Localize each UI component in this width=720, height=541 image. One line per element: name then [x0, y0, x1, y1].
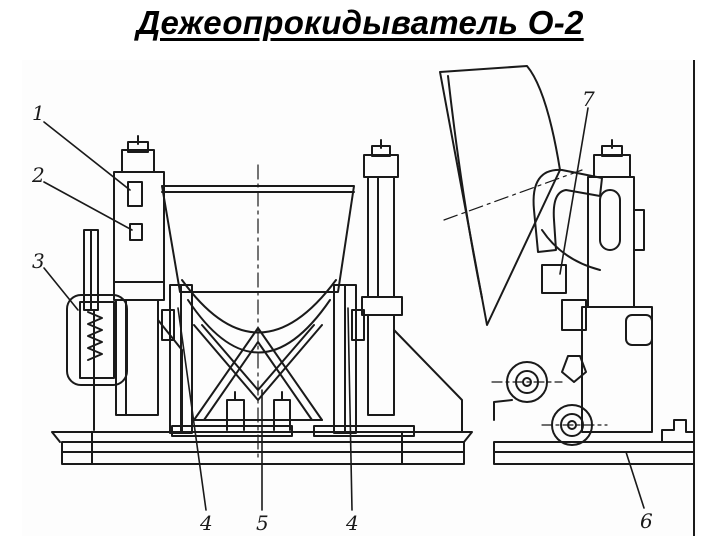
- tilted-ladle: [439, 65, 583, 326]
- callout-6: 6: [640, 509, 653, 533]
- control-box-2: [129, 223, 143, 241]
- leader-6: [625, 451, 645, 509]
- leader-7: [559, 107, 589, 275]
- technical-drawing: 1 2 3 4 5 4 6 7: [22, 59, 698, 537]
- leader-1: [43, 121, 131, 191]
- side-column: [532, 139, 653, 433]
- callouts: [43, 107, 645, 511]
- base-frame: [51, 425, 473, 465]
- right-trunnion-bracket: [333, 284, 365, 434]
- callout-1: 1: [32, 101, 45, 125]
- side-base: [493, 419, 695, 465]
- control-box-1: [127, 181, 143, 207]
- callout-labels: 1 2 3 4 5 4 6 7: [31, 87, 653, 535]
- leader-2: [43, 181, 133, 231]
- callout-2: 2: [31, 163, 45, 187]
- left-column: [113, 135, 183, 433]
- side-wheels: [491, 355, 608, 446]
- callout-7: 7: [582, 87, 595, 111]
- callout-5: 5: [256, 511, 269, 535]
- side-view: [439, 65, 695, 465]
- cradle: [181, 279, 337, 421]
- drawing-svg: 1 2 3 4 5 4 6 7: [31, 59, 695, 537]
- callout-4-left: 4: [199, 511, 213, 535]
- motor-housing: [66, 229, 128, 431]
- leader-3: [43, 267, 79, 311]
- leader-4a: [177, 307, 207, 511]
- ladle: [161, 164, 355, 461]
- callout-3: 3: [32, 249, 45, 273]
- stands: [226, 391, 291, 431]
- front-view: [51, 135, 473, 465]
- leader-4b: [347, 307, 353, 511]
- left-trunnion-bracket: [161, 284, 193, 434]
- callout-4-right: 4: [345, 511, 359, 535]
- page-title: Дежеопрокидыватель О-2: [136, 4, 584, 41]
- right-column: [361, 139, 463, 433]
